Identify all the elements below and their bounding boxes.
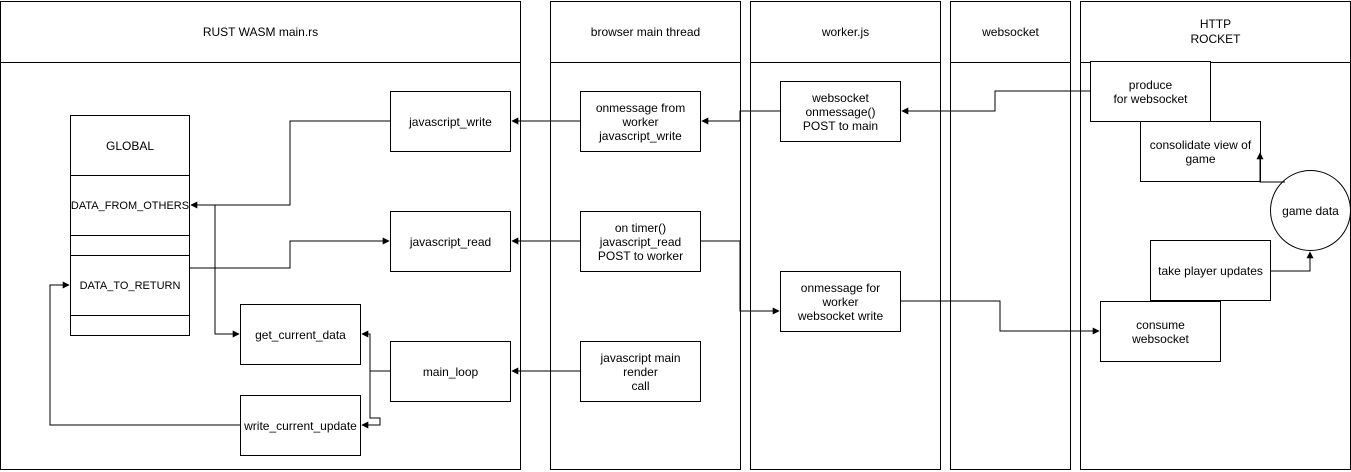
lane-worker-js: worker.js — [750, 1, 941, 470]
javascript-read-node: javascript_read — [390, 211, 511, 272]
lane-title-rust-wasm: RUST WASM main.rs — [1, 2, 520, 63]
lane-title-browser-main-thread: browser main thread — [551, 2, 740, 63]
global-header: GLOBAL — [70, 115, 190, 176]
global-data-from-others: DATA_FROM_OTHERS — [70, 175, 190, 236]
take-player-updates-node: take player updates — [1150, 240, 1271, 301]
global-spacer-1 — [70, 235, 190, 256]
onmessage-from-worker-node: onmessage from worker javascript_write — [580, 91, 701, 152]
render-call-node: javascript main render call — [580, 341, 701, 402]
lane-title-http-rocket: HTTP ROCKET — [1081, 2, 1350, 63]
main-loop-node: main_loop — [390, 341, 511, 402]
get-current-data-node: get_current_data — [240, 304, 361, 365]
game-data-node: game data — [1270, 170, 1351, 251]
global-spacer-2 — [70, 315, 190, 336]
produce-node: produce for websocket — [1090, 61, 1211, 122]
global-data-to-return: DATA_TO_RETURN — [70, 255, 190, 316]
consume-node: consume websocket — [1100, 301, 1221, 362]
lane-title-websocket: websocket — [951, 2, 1070, 63]
onmessage-for-worker-node: onmessage for worker websocket write — [780, 271, 901, 332]
javascript-write-node: javascript_write — [390, 91, 511, 152]
on-timer-node: on timer() javascript_read POST to worke… — [580, 211, 701, 272]
lane-title-worker-js: worker.js — [751, 2, 940, 63]
lane-websocket: websocket — [950, 1, 1071, 470]
consolidate-node: consolidate view of game — [1140, 121, 1261, 182]
websocket-onmessage-node: websocket onmessage() POST to main — [780, 81, 901, 142]
write-current-update-node: write_current_update — [240, 395, 361, 456]
